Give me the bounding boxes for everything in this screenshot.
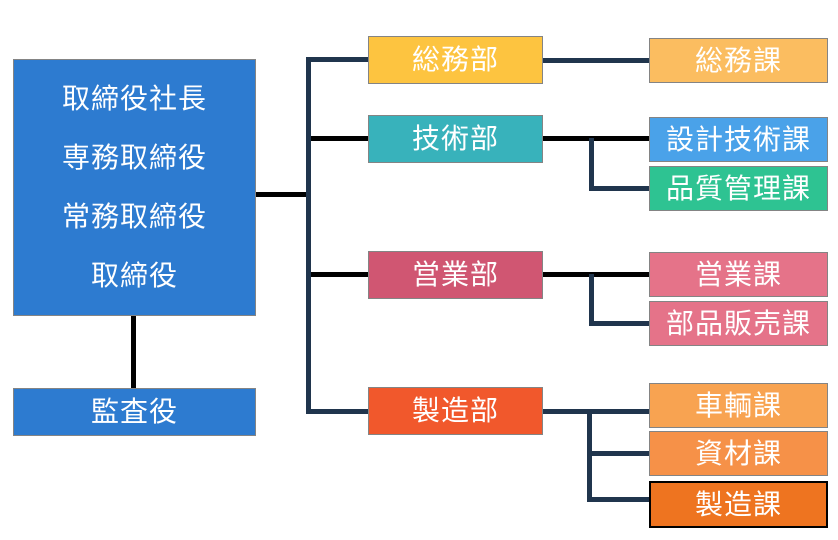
section-box-parts: 部品販売課 bbox=[649, 301, 828, 346]
connector-trunk-to-tech bbox=[306, 136, 369, 141]
connector-tech-to-design bbox=[542, 136, 650, 141]
section-box-design: 設計技術課 bbox=[649, 117, 828, 162]
connector-mfgsec-elbow-h bbox=[587, 497, 652, 502]
department-label: 製造部 bbox=[411, 394, 499, 427]
executive-role: 取締役 bbox=[90, 258, 178, 292]
section-label: 品質管理課 bbox=[665, 171, 811, 205]
executive-role: 専務取締役 bbox=[61, 141, 207, 175]
connector-material-elbow-h bbox=[587, 451, 650, 456]
department-box-tech: 技術部 bbox=[368, 115, 543, 163]
executive-role: 常務取締役 bbox=[61, 199, 207, 233]
connector-quality-elbow-v bbox=[589, 138, 594, 191]
connector-exec-to-trunk bbox=[255, 192, 308, 197]
department-label: 営業部 bbox=[411, 258, 499, 291]
connector-trunk-vertical bbox=[306, 57, 311, 414]
connector-exec-to-auditor bbox=[131, 315, 136, 389]
auditor-box: 監査役 bbox=[13, 388, 256, 436]
connector-trunk-top-arm bbox=[306, 57, 369, 62]
department-label: 技術部 bbox=[411, 122, 499, 155]
department-box-mfg: 製造部 bbox=[368, 387, 543, 435]
auditor-label: 監査役 bbox=[90, 395, 178, 428]
executives-box: 取締役社長 専務取締役 常務取締役 取締役 bbox=[13, 59, 256, 316]
department-box-sales: 営業部 bbox=[368, 251, 543, 299]
section-box-mfgsec: 製造課 bbox=[649, 481, 828, 528]
section-label: 車輌課 bbox=[694, 388, 782, 422]
section-label: 設計技術課 bbox=[665, 122, 811, 156]
connector-parts-elbow-v bbox=[589, 274, 594, 326]
section-box-soumuka: 総務課 bbox=[649, 38, 828, 83]
department-label: 総務部 bbox=[411, 43, 499, 76]
section-label: 製造課 bbox=[694, 487, 782, 521]
connector-quality-elbow-h bbox=[589, 186, 650, 191]
section-label: 資材課 bbox=[694, 436, 782, 470]
section-label: 部品販売課 bbox=[665, 306, 811, 340]
connector-sales-to-salessec bbox=[542, 272, 650, 277]
connector-trunk-to-sales bbox=[306, 272, 369, 277]
connector-parts-elbow-h bbox=[589, 321, 650, 326]
department-box-soumu: 総務部 bbox=[368, 36, 543, 84]
connector-soumu-to-soumuka bbox=[542, 58, 650, 63]
section-label: 営業課 bbox=[694, 257, 782, 291]
section-box-quality: 品質管理課 bbox=[649, 166, 828, 211]
section-label: 総務課 bbox=[694, 43, 782, 77]
section-box-vehicle: 車輌課 bbox=[649, 383, 828, 428]
section-box-sales: 営業課 bbox=[649, 252, 828, 297]
executive-role: 取締役社長 bbox=[61, 82, 207, 116]
connector-trunk-bottom-arm bbox=[306, 409, 369, 414]
section-box-material: 資材課 bbox=[649, 431, 828, 476]
connector-mfg-to-vehicle bbox=[542, 409, 650, 414]
